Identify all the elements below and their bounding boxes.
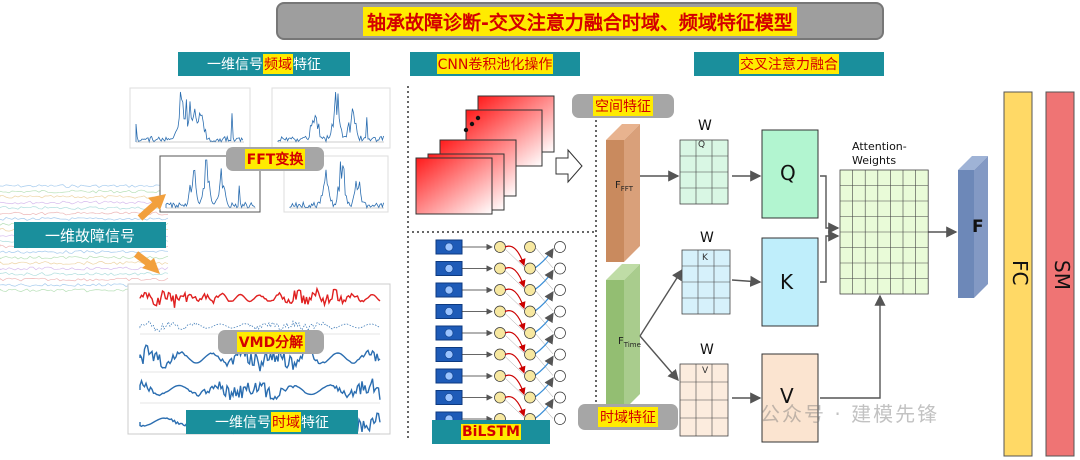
f-out-label: F bbox=[972, 217, 984, 237]
page-title: 轴承故障诊断-交叉注意力融合时域、频域特征模型 bbox=[276, 2, 884, 40]
f-time-sub: Time bbox=[623, 341, 641, 349]
time-feature-pre: 一维信号 bbox=[215, 415, 271, 431]
fc-label: FC bbox=[1008, 260, 1032, 286]
spatial-feature-label: 空间特征 bbox=[593, 96, 653, 116]
attention-weights-label: Attention- Weights bbox=[852, 140, 907, 167]
k-box bbox=[761, 237, 819, 327]
cnn-label: CNN卷积池化操作 bbox=[436, 54, 554, 74]
header-freq-feature: 一维信号频域特征 bbox=[178, 52, 350, 76]
vmd-waveforms bbox=[127, 283, 391, 435]
connections bbox=[639, 170, 958, 404]
wk-sub: K bbox=[702, 253, 708, 263]
fault-signal-label: 一维故障信号 bbox=[14, 222, 166, 248]
wv-label: W bbox=[700, 342, 714, 358]
q-label: Q bbox=[780, 161, 796, 185]
q-box bbox=[761, 129, 819, 219]
v-box bbox=[761, 353, 819, 443]
f-time-label: FTime bbox=[618, 336, 641, 349]
header-cnn: CNN卷积池化操作 bbox=[410, 52, 580, 76]
vmd-label: VMD分解 bbox=[236, 332, 306, 352]
wk-label: W bbox=[700, 230, 714, 246]
wq-sub: Q bbox=[698, 140, 706, 150]
bilstm-label-box: BiLSTM bbox=[432, 420, 550, 444]
f-fft-slab bbox=[606, 124, 640, 262]
fft-spectrum-plots bbox=[129, 87, 391, 213]
weight-grids bbox=[679, 139, 731, 437]
fft-label-box: FFT变换 bbox=[226, 147, 324, 171]
header-cross-attention: 交叉注意力融合 bbox=[694, 52, 884, 76]
fc-layer bbox=[1003, 91, 1033, 457]
f-fft-main: F bbox=[615, 180, 621, 191]
bilstm-network bbox=[435, 239, 566, 427]
freq-feature-hl: 频域 bbox=[263, 54, 293, 74]
cross-attention-label: 交叉注意力融合 bbox=[739, 54, 839, 74]
orange-arrows bbox=[133, 194, 166, 274]
wv-sub: V bbox=[702, 366, 709, 376]
f-fft-label: FFFT bbox=[615, 180, 633, 193]
spatial-feature-box: 空间特征 bbox=[572, 94, 674, 118]
time-feature-hl: 时域 bbox=[271, 412, 301, 432]
wq-label: W bbox=[698, 118, 712, 134]
watermark: 公众号 · 建模先锋 bbox=[760, 402, 940, 426]
k-label: K bbox=[780, 270, 794, 294]
f-fft-sub: FFT bbox=[620, 185, 633, 193]
cnn-feature-maps bbox=[415, 95, 583, 215]
fault-signal-text: 一维故障信号 bbox=[44, 226, 135, 245]
fft-label: FFT变换 bbox=[244, 149, 306, 169]
attention-weights-grid bbox=[839, 169, 929, 295]
freq-feature-post: 特征 bbox=[293, 57, 321, 73]
freq-feature-pre: 一维信号 bbox=[207, 57, 263, 73]
header-time-feature: 一维信号时域特征 bbox=[186, 410, 358, 434]
vmd-label-box: VMD分解 bbox=[218, 330, 324, 354]
sm-layer bbox=[1045, 91, 1075, 457]
bilstm-label: BiLSTM bbox=[461, 424, 521, 440]
sm-label: SM bbox=[1050, 260, 1074, 290]
time-feature-post: 特征 bbox=[301, 415, 329, 431]
time-domain-feature-box: 时域特征 bbox=[578, 404, 678, 430]
f-time-slab bbox=[606, 264, 640, 410]
v-label: V bbox=[780, 384, 794, 408]
f-time-main: F bbox=[618, 336, 624, 347]
f-out-slab bbox=[958, 156, 988, 298]
time-domain-feature-label: 时域特征 bbox=[598, 407, 658, 427]
